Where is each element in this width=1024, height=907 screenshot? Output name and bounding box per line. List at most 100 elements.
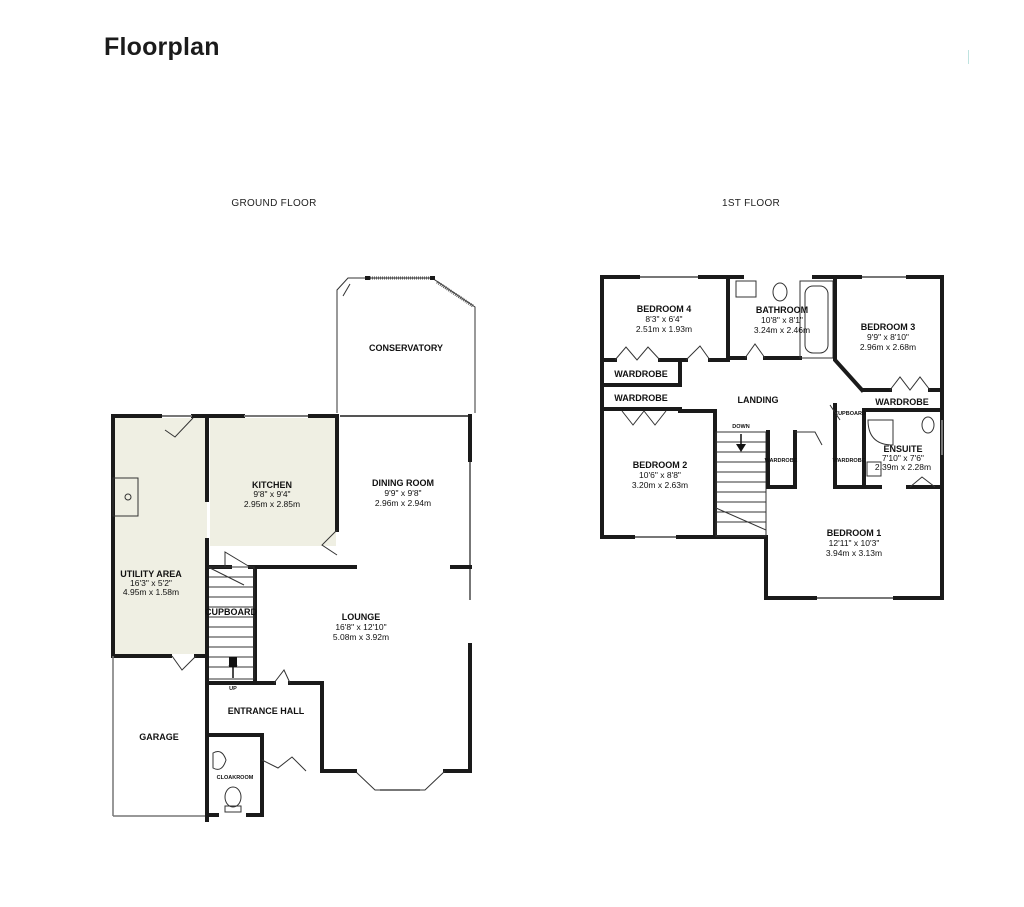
bathroom-imperial: 10'8" x 8'1" [761,315,803,325]
dining-room-metric: 2.96m x 2.94m [375,498,431,508]
stairs-down-arrowhead [736,444,746,452]
kitchen-imperial: 9'8" x 9'4" [253,489,290,499]
wardrobe-b4-label: WARDROBE [614,369,668,379]
wall-first-outer-west [600,275,768,539]
cupboard-landing-label: CUPBOARD [834,411,866,417]
stairs-up-arrowhead [229,657,237,667]
bedroom4-imperial: 8'3" x 6'4" [645,314,682,324]
bedroom1-metric: 3.94m x 3.13m [826,548,882,558]
door-garage [171,655,197,671]
wall-wardrobe-b2 [601,407,717,413]
wardrobe-small2-label: WARDROBE [833,458,866,464]
door-utility [164,417,194,438]
wall-ensuite [862,408,944,489]
ensuite-imperial: 7'10" x 7'6" [882,453,924,463]
stair-cut [207,566,245,586]
wall-cloakroom [206,733,264,817]
kitchen-fill [210,418,336,546]
bedroom1-imperial: 12'11" x 10'3" [829,538,880,548]
ensuite-wc [921,416,935,434]
bedroom3-imperial: 9'9" x 8'10" [867,332,909,342]
ensuite-metric: 2.39m x 2.28m [875,462,931,472]
door-bathroom [744,343,766,359]
first-stair-cut [715,507,767,531]
edge-marker [968,50,969,64]
wardrobe-b2-label: WARDROBE [614,393,668,403]
first-floor-plan [600,275,944,600]
wall-lounge-south [288,681,357,773]
door-front [261,756,307,772]
wardrobe-doors-b4 [614,346,661,361]
sink-drain [124,493,132,501]
garage-label: GARAGE [139,732,179,742]
ensuite-basin [866,461,882,477]
stairs-down-label: DOWN [732,424,749,430]
bedroom1-label: BEDROOM 1 [827,528,882,538]
bedroom2-metric: 3.20m x 2.63m [632,480,688,490]
kitchen-metric: 2.95m x 2.85m [244,499,300,509]
lounge-metric: 5.08m x 3.92m [333,632,389,642]
wardrobe-doors-b3 [889,376,931,391]
page-title: Floorplan [104,33,220,61]
ground-floor-plan [111,276,476,822]
bedroom3-metric: 2.96m x 2.68m [860,342,916,352]
ground-stairs [207,566,255,680]
stair-treads [208,576,254,668]
cloakroom-basin [212,751,227,770]
door-ensuite [909,476,936,488]
cloakroom-wc [224,786,242,808]
first-stairs [715,431,767,537]
wall-wardrobe-b4 [600,358,682,387]
wardrobe-small-2 [833,430,864,489]
wardrobe-doors-b2 [621,410,667,426]
bedroom2-imperial: 10'6" x 8'8" [639,470,681,480]
ground-floor-label: GROUND FLOOR [231,198,316,209]
utility-area-label: UTILITY AREA [120,569,182,579]
ensuite-shower [867,419,894,446]
lounge-label: LOUNGE [342,612,381,622]
cloakroom-cistern [224,805,242,813]
conservatory-door [342,283,351,297]
door-kitchen [224,551,251,568]
door-bedroom1 [795,431,823,446]
door-cupboard [829,404,841,421]
wall-bedroom1-south-west [764,535,817,600]
door-bedroom4 [685,345,711,361]
utility-area-imperial: 16'3" x 5'2" [130,578,172,588]
bath-inner [804,285,829,354]
kitchen-label: KITCHEN [252,480,292,490]
wall-bathroom-east [833,275,865,393]
bedroom4-metric: 2.51m x 1.93m [636,324,692,334]
conservatory-label: CONSERVATORY [369,343,443,353]
bathroom-basin [735,280,757,298]
bedroom2-label: BEDROOM 2 [633,460,688,470]
wall-lounge-east [443,643,472,773]
bathroom-label: BATHROOM [756,305,808,315]
utility-area-fill [115,418,207,654]
first-floor-label: 1ST FLOOR [722,198,780,209]
bathroom-wc [772,282,788,302]
wardrobe-b3-label: WARDROBE [875,397,929,407]
landing-label: LANDING [738,395,779,405]
bedroom3-label: BEDROOM 3 [861,322,916,332]
cupboard-label: CUPBOARD [205,607,258,617]
dining-room-imperial: 9'9" x 9'8" [384,488,421,498]
bedroom4-label: BEDROOM 4 [637,304,692,314]
stairs-up-label: UP [229,686,237,692]
utility-area-metric: 4.95m x 1.58m [123,587,179,597]
cloakroom-label: CLOAKROOM [217,775,254,781]
dining-room-label: DINING ROOM [372,478,434,488]
wall-first-outer-ne [600,275,944,600]
door-dining [321,529,338,556]
entrance-hall-label: ENTRANCE HALL [228,706,305,716]
ensuite-label: ENSUITE [883,444,922,454]
wardrobe-small-1 [766,430,797,489]
conservatory-window-right [436,280,474,308]
door-hall [273,669,291,684]
wardrobe-small1-label: WARDROBE [765,458,798,464]
lounge-imperial: 16'8" x 12'10" [335,622,386,632]
bathroom-metric: 3.24m x 2.46m [754,325,810,335]
utility-sink [112,477,139,517]
lounge-bay [354,770,446,791]
